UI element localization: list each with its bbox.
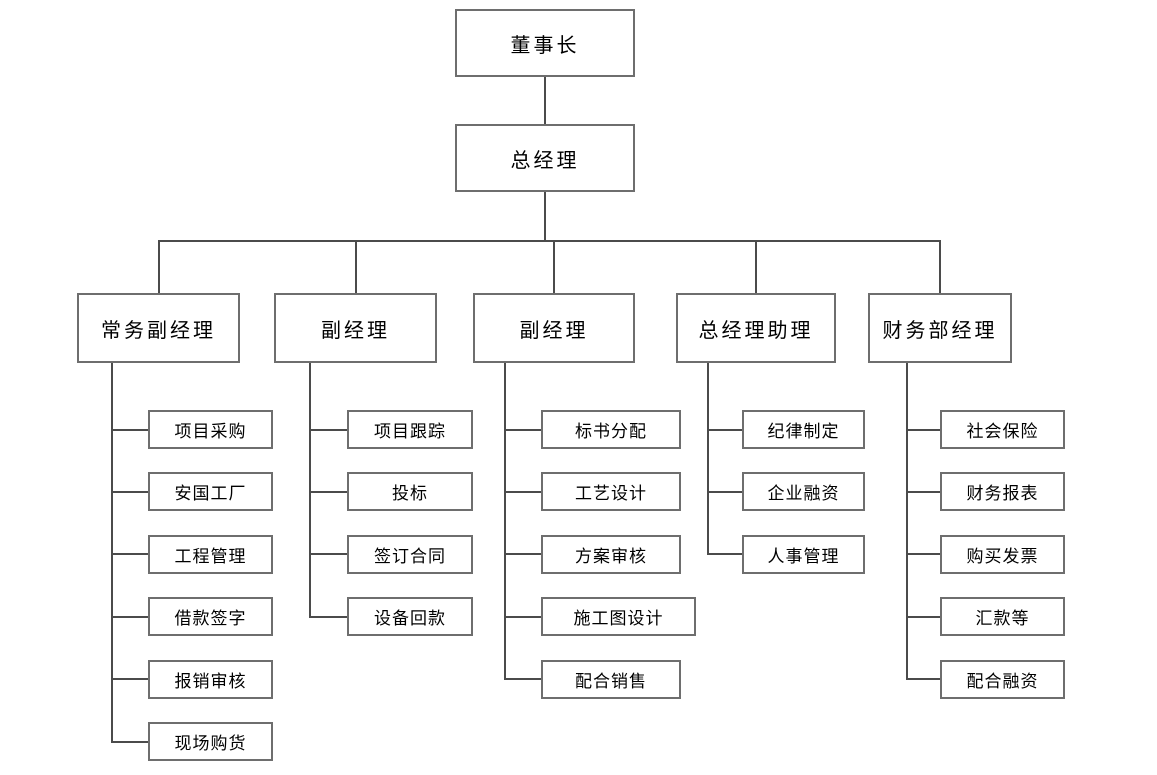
node-duty: 企业融资 (742, 472, 865, 512)
connector-chairman-gm (544, 77, 546, 124)
node-duty: 汇款等 (940, 597, 1065, 637)
stub-branch-1-leaf-1 (309, 490, 347, 493)
stub-branch-1-leaf-0 (309, 428, 347, 431)
node-duty: 项目跟踪 (347, 410, 473, 449)
node-duty: 现场购货 (148, 722, 273, 761)
stub-branch-4-leaf-3 (906, 615, 940, 618)
stub-branch-0-leaf-0 (111, 428, 148, 431)
stub-branch-2-leaf-1 (504, 490, 541, 493)
node-duty: 借款签字 (148, 597, 273, 637)
node-duty: 人事管理 (742, 534, 865, 574)
connector-drop-branch-2 (553, 240, 555, 293)
stub-branch-4-leaf-0 (906, 428, 940, 431)
node-duty: 项目采购 (148, 410, 273, 449)
node-duty: 标书分配 (541, 410, 681, 449)
stub-branch-2-leaf-3 (504, 615, 541, 618)
connector-drop-branch-3 (755, 240, 757, 293)
connector-gm-bus (544, 192, 546, 242)
node-duty: 购买发票 (940, 534, 1065, 574)
node-branch-deputy-manager-2: 副经理 (473, 293, 635, 363)
spine-branch-0 (111, 363, 113, 743)
node-duty: 社会保险 (940, 410, 1065, 449)
stub-branch-4-leaf-2 (906, 553, 940, 556)
stub-branch-4-leaf-4 (906, 678, 940, 681)
node-duty: 纪律制定 (742, 410, 865, 449)
connector-bus (157, 240, 941, 242)
spine-branch-3 (707, 363, 709, 556)
stub-branch-0-leaf-4 (111, 678, 148, 681)
node-duty: 工艺设计 (541, 472, 681, 512)
node-duty: 安国工厂 (148, 472, 273, 512)
node-branch-executive-deputy-manager: 常务副经理 (77, 293, 240, 363)
node-general-manager: 总经理 (455, 124, 635, 192)
stub-branch-1-leaf-3 (309, 615, 347, 618)
node-duty: 配合销售 (541, 659, 681, 699)
node-branch-gm-assistant: 总经理助理 (676, 293, 836, 363)
stub-branch-1-leaf-2 (309, 553, 347, 556)
connector-drop-branch-0 (157, 240, 160, 293)
connector-drop-branch-1 (354, 240, 357, 293)
node-branch-finance-manager: 财务部经理 (868, 293, 1012, 363)
node-duty: 配合融资 (940, 659, 1065, 699)
connector-drop-branch-4 (939, 240, 941, 293)
node-chairman: 董事长 (455, 9, 635, 77)
node-duty: 签订合同 (347, 534, 473, 574)
spine-branch-2 (504, 363, 506, 681)
node-duty: 投标 (347, 472, 473, 512)
node-branch-deputy-manager-1: 副经理 (274, 293, 437, 363)
stub-branch-3-leaf-0 (707, 428, 742, 431)
stub-branch-2-leaf-0 (504, 428, 541, 431)
stub-branch-3-leaf-1 (707, 490, 742, 493)
stub-branch-2-leaf-2 (504, 553, 541, 556)
node-duty: 设备回款 (347, 597, 473, 637)
stub-branch-0-leaf-2 (111, 553, 148, 556)
node-duty: 方案审核 (541, 534, 681, 574)
stub-branch-0-leaf-3 (111, 615, 148, 618)
stub-branch-4-leaf-1 (906, 490, 940, 493)
stub-branch-0-leaf-1 (111, 490, 148, 493)
node-duty: 报销审核 (148, 659, 273, 699)
spine-branch-4 (906, 363, 908, 681)
stub-branch-3-leaf-2 (707, 553, 742, 556)
spine-branch-1 (309, 363, 311, 618)
node-duty: 施工图设计 (541, 597, 696, 637)
node-duty: 工程管理 (148, 534, 273, 574)
stub-branch-0-leaf-5 (111, 740, 148, 743)
node-duty: 财务报表 (940, 472, 1065, 512)
stub-branch-2-leaf-4 (504, 678, 541, 681)
